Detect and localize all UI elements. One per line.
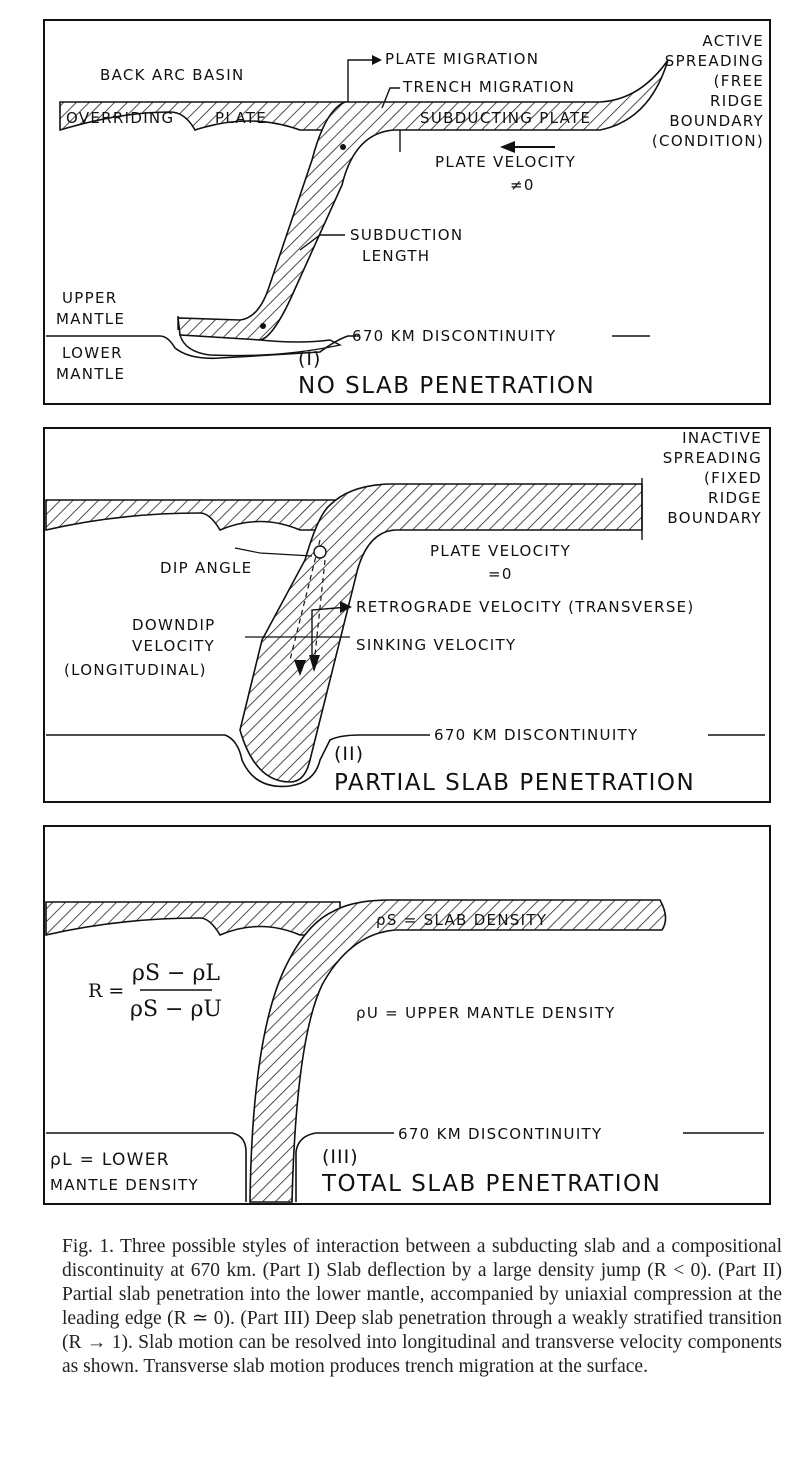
- length-label: LENGTH: [362, 247, 430, 265]
- upper-label: UPPER: [62, 289, 117, 307]
- subducting-slab-2: [239, 483, 643, 783]
- overriding-plate-2: [45, 499, 339, 532]
- svg-text:ACTIVE: ACTIVE: [702, 32, 764, 50]
- sinking-velocity-label: SINKING VELOCITY: [356, 636, 516, 654]
- panel-2-numeral: (II): [334, 743, 364, 765]
- svg-text:INACTIVE: INACTIVE: [682, 429, 762, 447]
- discontinuity-line-2: [46, 734, 430, 788]
- caption-text: Three possible styles of interaction bet…: [62, 1236, 782, 1377]
- plate-velocity-value: ≠0: [510, 176, 535, 194]
- caption-label: Fig. 1.: [62, 1236, 114, 1257]
- upper-mantle-density-label: ρU = UPPER MANTLE DENSITY: [356, 1004, 616, 1022]
- panel-1-frame: [43, 19, 771, 405]
- overriding-plate: [59, 101, 349, 132]
- svg-text:SPREADING: SPREADING: [665, 52, 764, 70]
- discontinuity-label-2: 670 KM DISCONTINUITY: [434, 726, 638, 744]
- subducting-plate-label: SUBDUCTING PLATE: [420, 109, 591, 127]
- panel-3-frame: [43, 825, 771, 1205]
- plate-migration-label: PLATE MIGRATION: [385, 50, 539, 68]
- back-arc-basin-label: BACK ARC BASIN: [100, 66, 244, 84]
- sinking-arrow: [309, 655, 320, 672]
- panel-1-numeral: (I): [298, 348, 321, 370]
- panel-3: ρS = SLAB DENSITY R = ρS − ρL ρS − ρU ρU…: [43, 825, 771, 1205]
- plate-label: PLATE: [215, 109, 267, 127]
- longitudinal-label: (LONGITUDINAL): [64, 661, 207, 679]
- subducting-slab: [177, 59, 669, 341]
- discontinuity-line-3b: [295, 1132, 394, 1202]
- dip-angle-leader: [234, 547, 313, 557]
- panel-2-title: PARTIAL SLAB PENETRATION: [334, 770, 695, 796]
- svg-text:BOUNDARY: BOUNDARY: [669, 112, 764, 130]
- lower-mantle-density-label-2: MANTLE DENSITY: [50, 1176, 199, 1194]
- retrograde-arrow: [340, 601, 352, 613]
- subducting-slab-3: [249, 899, 667, 1203]
- panel-3-numeral: (III): [322, 1146, 359, 1168]
- plate-velocity-value-2: =0: [488, 565, 513, 583]
- overriding-plate-3: [45, 901, 341, 937]
- svg-text:RIDGE: RIDGE: [708, 489, 762, 507]
- subduction-length-leader: [299, 234, 345, 251]
- panel-2-frame: [43, 427, 771, 803]
- trench-migration-label: TRENCH MIGRATION: [402, 78, 575, 96]
- downdip-label: DOWNDIP: [132, 616, 216, 634]
- downdip-velocity-label: VELOCITY: [132, 637, 215, 655]
- length-end-dot: [260, 323, 266, 329]
- retrograde-leader: [311, 606, 349, 660]
- slab-density-label: ρS = SLAB DENSITY: [376, 911, 547, 929]
- dip-angle-label: DIP ANGLE: [160, 559, 252, 577]
- plate-velocity-label-2: PLATE VELOCITY: [430, 542, 571, 560]
- upper-mantle-label: MANTLE: [56, 310, 125, 328]
- discontinuity-line-3a: [46, 1132, 247, 1202]
- panel-3-title: TOTAL SLAB PENETRATION: [321, 1171, 661, 1197]
- overriding-label: OVERRIDING: [66, 109, 174, 127]
- plate-migration-leader: [347, 59, 372, 102]
- discontinuity-label-3: 670 KM DISCONTINUITY: [398, 1125, 602, 1143]
- discontinuity-line-1: [46, 335, 360, 360]
- dip-angle-marker: [313, 545, 327, 559]
- retrograde-velocity-label: RETROGRADE VELOCITY (TRANSVERSE): [356, 598, 695, 616]
- lower-mantle-density-label: ρL = LOWER: [50, 1150, 170, 1170]
- subduction-label: SUBDUCTION: [350, 226, 463, 244]
- sinking-dash: [314, 559, 326, 656]
- active-spreading-label: ACTIVE SPREADING (FREE RIDGE BOUNDARY (C…: [652, 32, 764, 150]
- svg-text:BOUNDARY: BOUNDARY: [667, 509, 762, 527]
- diagram-svg: BACK ARC BASIN OVERRIDING PLATE PLATE MI…: [43, 19, 771, 1205]
- figure-caption: Fig. 1.Three possible styles of interact…: [62, 1235, 782, 1379]
- equation-denominator: ρS − ρU: [130, 997, 222, 1022]
- svg-text:(FREE: (FREE: [714, 72, 764, 90]
- svg-text:(FIXED: (FIXED: [704, 469, 762, 487]
- inactive-spreading-label: INACTIVE SPREADING (FIXED RIDGE BOUNDARY: [663, 429, 762, 527]
- plate-velocity-label: PLATE VELOCITY: [435, 153, 576, 171]
- svg-text:RIDGE: RIDGE: [710, 92, 764, 110]
- downdip-dash: [289, 539, 321, 661]
- lower-label: LOWER: [62, 344, 123, 362]
- length-start-dot: [340, 144, 346, 150]
- panel-2: INACTIVE SPREADING (FIXED RIDGE BOUNDARY…: [43, 427, 771, 803]
- discontinuity-label-1: 670 KM DISCONTINUITY: [352, 327, 556, 345]
- equation-lhs: R =: [88, 980, 124, 1002]
- plate-migration-arrow: [372, 55, 382, 65]
- downdip-arrow: [294, 660, 306, 676]
- lower-mantle-label: MANTLE: [56, 365, 125, 383]
- svg-text:(CONDITION): (CONDITION): [652, 132, 764, 150]
- panel-1: BACK ARC BASIN OVERRIDING PLATE PLATE MI…: [43, 19, 771, 405]
- equation-numerator: ρS − ρL: [132, 961, 220, 986]
- svg-text:SPREADING: SPREADING: [663, 449, 762, 467]
- slab-deflected-tip: [179, 334, 343, 357]
- trench-migration-leader: [381, 87, 400, 109]
- plate-velocity-arrow-head: [500, 141, 515, 153]
- panel-1-title: NO SLAB PENETRATION: [298, 373, 595, 399]
